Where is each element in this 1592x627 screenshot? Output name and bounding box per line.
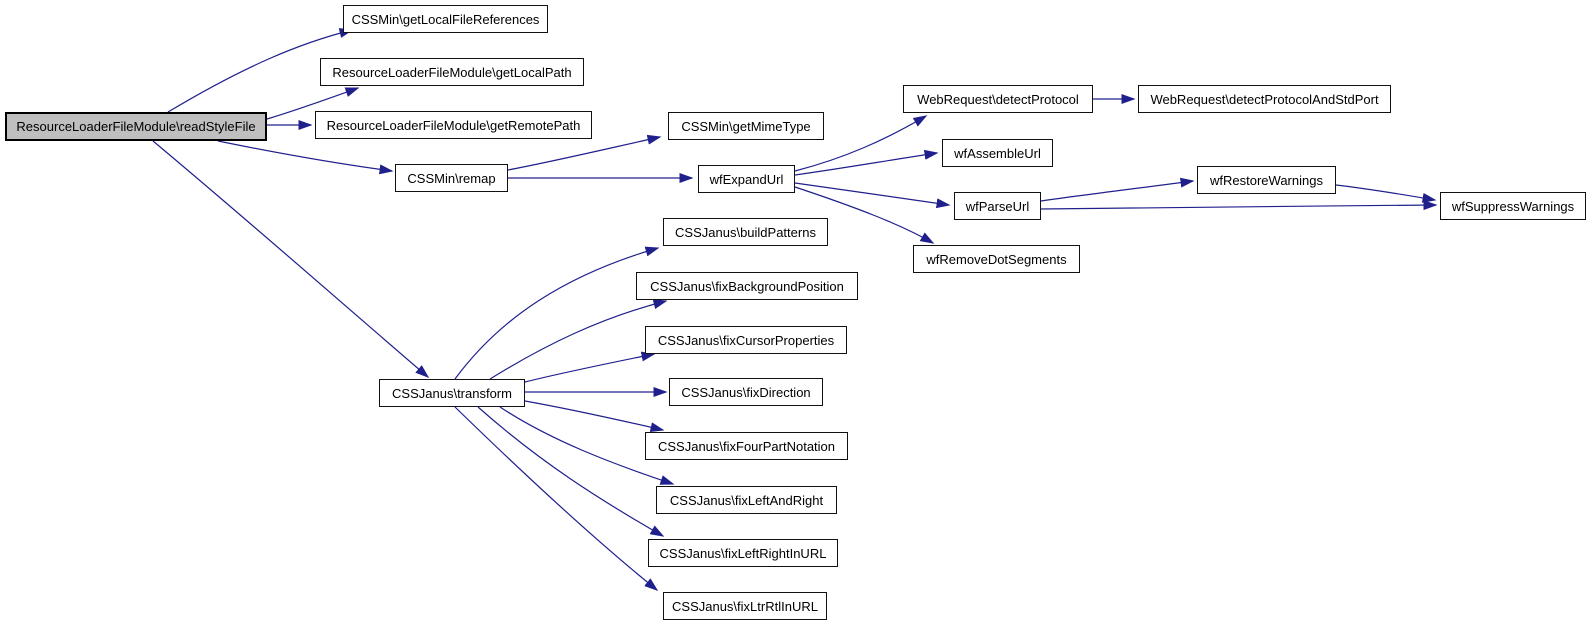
edge-wfParseUrl-wfRestoreWarnings (1040, 177, 1195, 202)
edge-readStyleFile-transform (152, 140, 430, 378)
node-buildPatterns[interactable]: CSSJanus\buildPatterns (663, 218, 828, 246)
edge-readStyleFile-getLocalFileReferences (167, 28, 354, 113)
node-fixDirection[interactable]: CSSJanus\fixDirection (669, 378, 823, 406)
edge-transform-fixCursorProperties (524, 351, 656, 383)
node-remap[interactable]: CSSMin\remap (395, 164, 508, 192)
node-detectProtocol[interactable]: WebRequest\detectProtocol (903, 85, 1093, 113)
edge-readStyleFile-remap (217, 140, 394, 175)
node-wfParseUrl[interactable]: wfParseUrl (954, 192, 1041, 220)
edge-transform-buildPatterns (454, 246, 660, 380)
node-fixLeftRightInURL[interactable]: CSSJanus\fixLeftRightInURL (648, 539, 838, 567)
node-fixFourPartNotation[interactable]: CSSJanus\fixFourPartNotation (645, 432, 848, 460)
edge-wfParseUrl-wfSuppressWarnings (1040, 200, 1438, 211)
node-wfRestoreWarnings[interactable]: wfRestoreWarnings (1197, 166, 1336, 194)
node-wfRemoveDotSegments[interactable]: wfRemoveDotSegments (913, 245, 1080, 273)
node-fixLtrRtlInURL[interactable]: CSSJanus\fixLtrRtlInURL (663, 592, 827, 620)
node-getLocalPath[interactable]: ResourceLoaderFileModule\getLocalPath (320, 58, 584, 86)
edge-wfExpandUrl-detectProtocol (794, 115, 928, 172)
node-getLocalFileReferences[interactable]: CSSMin\getLocalFileReferences (343, 5, 548, 33)
edge-wfRestoreWarnings-wfSuppressWarnings (1335, 184, 1437, 203)
node-fixBackgroundPosition[interactable]: CSSJanus\fixBackgroundPosition (636, 272, 858, 300)
edge-wfExpandUrl-wfParseUrl (794, 182, 951, 209)
edge-wfExpandUrl-wfRemoveDotSegments (794, 186, 935, 244)
node-fixLeftAndRight[interactable]: CSSJanus\fixLeftAndRight (656, 486, 837, 514)
node-fixCursorProperties[interactable]: CSSJanus\fixCursorProperties (645, 326, 847, 354)
edge-transform-fixBackgroundPosition (489, 299, 668, 380)
node-wfExpandUrl[interactable]: wfExpandUrl (698, 165, 795, 193)
node-transform[interactable]: CSSJanus\transform (379, 379, 525, 407)
edge-transform-fixLtrRtlInURL (454, 406, 659, 591)
edge-wfExpandUrl-wfAssembleUrl (794, 149, 939, 176)
node-getMimeType[interactable]: CSSMin\getMimeType (668, 112, 824, 140)
node-wfSuppressWarnings[interactable]: wfSuppressWarnings (1440, 192, 1586, 220)
node-readStyleFile: ResourceLoaderFileModule\readStyleFile (5, 112, 267, 141)
edge-transform-fixFourPartNotation (524, 400, 665, 433)
node-wfAssembleUrl[interactable]: wfAssembleUrl (942, 139, 1053, 167)
edge-transform-fixLeftAndRight (499, 406, 675, 485)
edge-readStyleFile-getLocalPath (266, 87, 360, 120)
edge-remap-getMimeType (507, 134, 662, 171)
edge-transform-fixLeftRightInURL (477, 406, 665, 537)
node-getRemotePath[interactable]: ResourceLoaderFileModule\getRemotePath (315, 111, 592, 139)
node-detectProtocolAndStdPort[interactable]: WebRequest\detectProtocolAndStdPort (1138, 85, 1391, 113)
